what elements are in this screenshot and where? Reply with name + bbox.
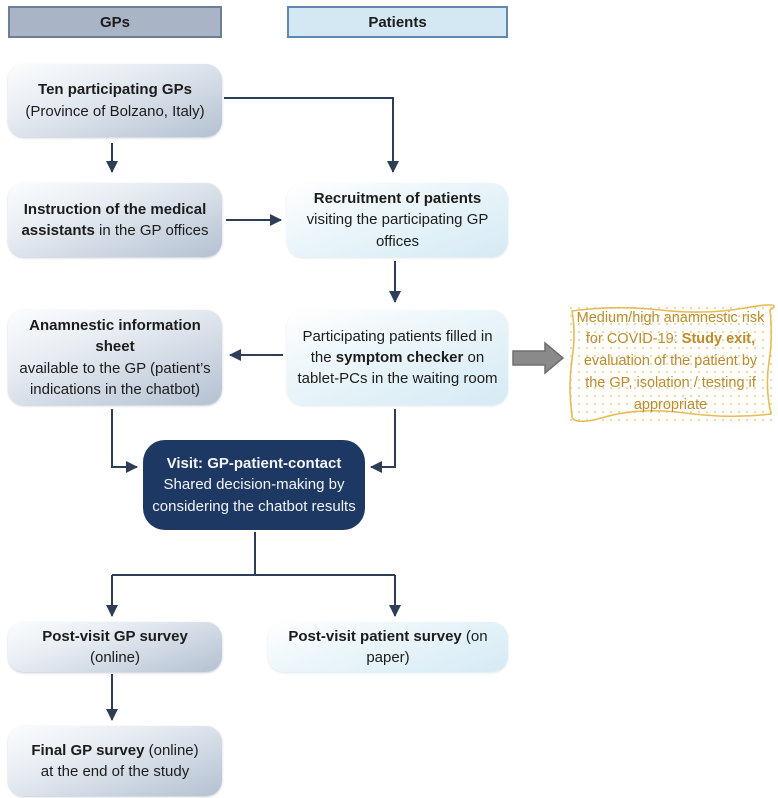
node-symptom-post: on tablet-PCs in the waiting room bbox=[297, 348, 498, 388]
node-symptom-pre: Participating patients filled in the bbox=[302, 327, 493, 366]
node-ten-gps-subtitle: (Province of Bolzano, Italy) bbox=[25, 102, 205, 120]
node-anamnestic-bold: Anamnestic information sheet bbox=[29, 316, 201, 356]
node-final-gp-rest: (online) at the end of the study bbox=[40, 741, 199, 780]
gp-column-header: GPs bbox=[8, 6, 222, 38]
node-visit-gp-patient-contact: Visit: GP-patient-contact Shared decisio… bbox=[143, 440, 365, 530]
node-symptom-bold: symptom checker bbox=[335, 348, 464, 366]
node-anamnestic-information-sheet: Anamnestic information sheet available t… bbox=[8, 310, 222, 405]
node-visit-bold: Visit: GP-patient-contact bbox=[166, 455, 342, 473]
node-anamnestic-rest: available to the GP (patient’s indicatio… bbox=[19, 359, 211, 398]
arrow-tengps-to-recruitment bbox=[224, 97, 399, 173]
block-arrow-to-study-exit bbox=[512, 341, 565, 375]
arrow-symptomchecker-to-visit bbox=[370, 409, 396, 473]
node-postvisit-patient-bold: Post-visit patient survey bbox=[288, 627, 462, 645]
node-recruitment-of-patients: Recruitment of patients visiting the par… bbox=[287, 183, 508, 257]
node-postvisit-patient-rest: (on paper) bbox=[366, 627, 488, 666]
note-study-exit: Medium/high anamnestic risk for COVID-19… bbox=[565, 302, 776, 422]
wavy-border-decoration bbox=[569, 304, 775, 422]
node-recruitment-rest: visiting the participating GP offices bbox=[306, 211, 489, 250]
patients-column-header-label: Patients bbox=[368, 13, 427, 31]
node-recruitment-bold: Recruitment of patients bbox=[313, 190, 482, 208]
node-post-visit-gp-survey: Post-visit GP survey (online) bbox=[8, 622, 222, 672]
patients-column-header: Patients bbox=[287, 6, 508, 38]
node-visit-rest: Shared decision-making by considering th… bbox=[152, 476, 356, 515]
node-postvisit-gp-bold: Post-visit GP survey bbox=[42, 627, 188, 645]
arrow-anamnestic-to-visit bbox=[111, 409, 138, 473]
note-pre: Medium/high anamnestic risk for COVID-19… bbox=[576, 309, 765, 348]
node-post-visit-patient-survey: Post-visit patient survey (on paper) bbox=[268, 622, 508, 672]
node-instruction-medical-assistants: Instruction of the medical assistants in… bbox=[8, 183, 222, 257]
node-final-gp-survey: Final GP survey (online) at the end of t… bbox=[8, 726, 222, 796]
node-instruction-rest: in the GP offices bbox=[94, 222, 209, 239]
node-final-gp-bold: Final GP survey bbox=[31, 741, 145, 759]
node-ten-participating-gps: Ten participating GPs (Province of Bolza… bbox=[8, 64, 222, 137]
note-bold: Study exit, bbox=[681, 331, 756, 348]
node-postvisit-gp-rest: (online) bbox=[89, 649, 141, 666]
node-ten-gps-title: Ten participating GPs bbox=[38, 81, 192, 99]
node-instruction-bold: Instruction of the medical assistants bbox=[21, 200, 207, 239]
node-symptom-checker: Participating patients filled in the sym… bbox=[287, 310, 508, 405]
gp-column-header-label: GPs bbox=[99, 13, 130, 31]
note-post: evaluation of the patient by the GP, iso… bbox=[583, 353, 758, 413]
